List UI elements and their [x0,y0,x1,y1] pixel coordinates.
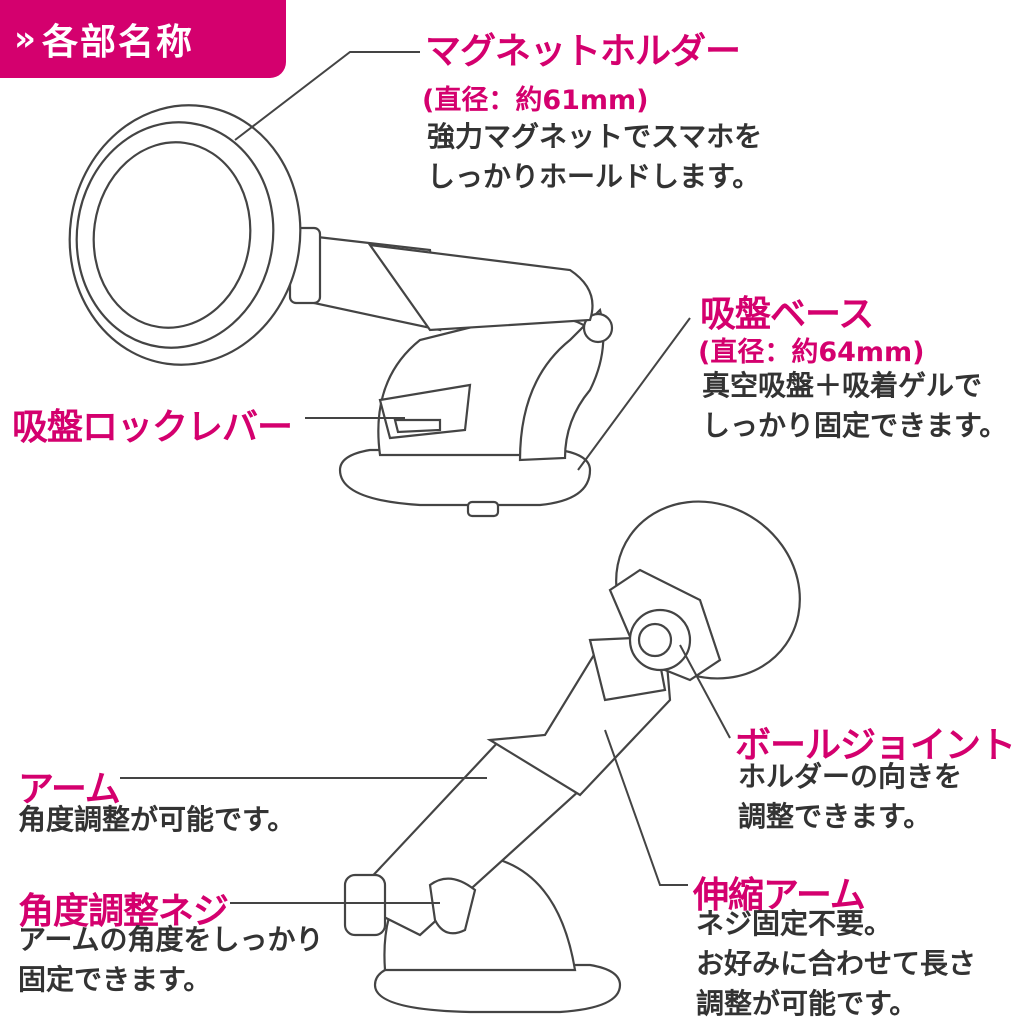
desc-line: 強力マグネットでスマホを [427,120,763,153]
double-chevron-icon: » [14,19,36,59]
angle-screw-label: 角度調整ネジ [18,891,229,932]
section-header-badge: » 各部名称 [0,0,286,78]
angle-screw-description: アームの角度をしっかり 固定できます。 [18,920,323,1000]
arm-description: 角度調整が可能です。 [18,800,295,840]
lock-lever-label: 吸盤ロックレバー [12,407,293,448]
top-mount-illustration [68,104,614,518]
desc-line: しっかり固定できます。 [702,409,1008,442]
suction-base-diameter: (直径：約64mm) [698,337,925,368]
ball-joint-description: ホルダーの向きを 調整できます。 [738,757,962,837]
suction-base-label: 吸盤ベース [700,294,874,335]
magnet-holder-label: マグネットホルダー [425,31,741,72]
desc-line: 真空吸盤＋吸着ゲルで [702,369,983,402]
desc-line: 角度調整が可能です。 [18,803,296,836]
bottom-mount-illustration [343,500,801,1014]
desc-line: 調整できます。 [738,800,932,833]
ball-joint-label: ボールジョイント [735,725,1016,766]
desc-line: 調整が可能です。 [696,987,918,1020]
leader-lines [120,51,731,904]
section-title: 各部名称 [41,22,194,63]
magnet-holder-description: 強力マグネットでスマホを しっかりホールドします。 [427,117,762,197]
magnet-holder-diameter: (直径：約61mm) [422,85,649,116]
desc-line: 固定できます。 [18,963,212,996]
desc-line: ホルダーの向きを [738,760,963,793]
arm-label: アーム [18,769,121,810]
suction-base-description: 真空吸盤＋吸着ゲルで しっかり固定できます。 [702,366,1007,446]
telescopic-arm-description: ネジ固定不要。 お好みに合わせて長さ 調整が可能です。 [696,904,976,1024]
telescopic-arm-label: 伸縮アーム [693,875,866,916]
desc-line: アームの角度をしっかり [18,923,324,956]
desc-line: ネジ固定不要。 [696,907,893,940]
desc-line: お好みに合わせて長さ [696,947,977,980]
desc-line: しっかりホールドします。 [427,160,761,193]
